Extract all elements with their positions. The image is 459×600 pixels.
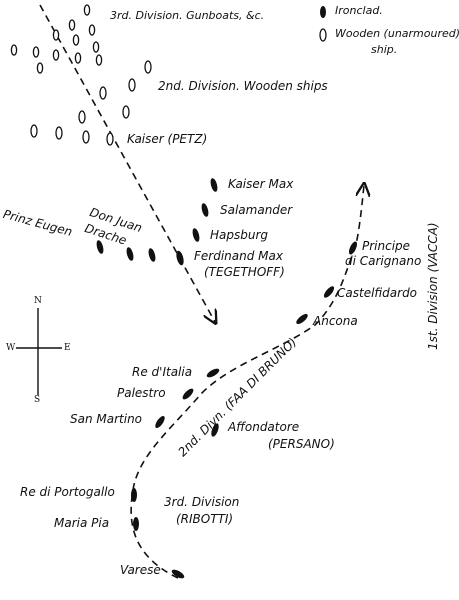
austrian-wooden-division <box>30 60 152 146</box>
castelfidardo-label: Castelfidardo <box>337 286 418 300</box>
ship-ancona <box>296 313 308 325</box>
tegethoff-label: (TEGETHOFF) <box>204 265 285 279</box>
austrian-division2-label: 2nd. Division. Wooden ships <box>158 79 328 93</box>
ferdinand-max-label: Ferdinand Max <box>194 249 283 263</box>
compass-south: S <box>34 395 41 405</box>
ironclad-hapsburg <box>192 228 200 242</box>
di-carignano-label: di Carignano <box>345 254 422 268</box>
re-ditalia-label: Re d'Italia <box>132 365 193 379</box>
ship-affondatore <box>211 423 219 437</box>
ship-varese <box>171 569 185 579</box>
re-di-portogallo-label: Re di Portogallo <box>20 485 115 499</box>
ironclad-don-juan <box>148 248 156 262</box>
wooden-ship <box>122 105 130 119</box>
ironclad-salamander <box>201 203 209 217</box>
gunboat-ship <box>88 24 96 36</box>
gunboat-ship <box>83 4 91 16</box>
san-martino-label: San Martino <box>70 412 143 426</box>
wooden-ship <box>128 78 136 92</box>
ship-re-di-portogallo <box>131 488 137 502</box>
gunboat-ship <box>92 41 100 53</box>
gunboat-ship <box>32 46 40 58</box>
compass-west: W <box>6 343 16 353</box>
ship-re-ditalia <box>206 368 220 378</box>
legend-ironclad-label: Ironclad. <box>335 4 383 17</box>
gunboat-ship <box>52 29 60 41</box>
wooden-ship <box>30 124 38 138</box>
ironclad-kaiser-max <box>210 178 218 192</box>
palestro-label: Palestro <box>117 386 166 400</box>
principe-label: Principe <box>362 239 411 253</box>
italian-ships <box>131 241 358 579</box>
italian-division1-label: 1st. Division (VACCA) <box>426 222 440 350</box>
ancona-label: Ancona <box>313 314 358 328</box>
wooden-ship <box>82 130 90 144</box>
austrian-division3-label: 3rd. Division. Gunboats, &c. <box>110 9 265 22</box>
kaiser-max-label: Kaiser Max <box>228 177 294 191</box>
wooden-ship <box>144 60 152 74</box>
kaiser-label: Kaiser (PETZ) <box>127 132 208 146</box>
legend-wooden-symbol <box>319 28 327 42</box>
italian-division3-label: 3rd. Division <box>164 495 240 509</box>
legend-wooden-label-cont: ship. <box>371 43 398 56</box>
ship-palestro <box>182 388 194 400</box>
gunboat-ship <box>36 62 44 74</box>
ship-castelfidardo <box>323 286 335 298</box>
gunboat-ship <box>52 49 60 61</box>
maria-pia-label: Maria Pia <box>54 516 110 530</box>
affondatore-label: Affondatore <box>228 420 300 434</box>
ironclad-ferdinand-max <box>176 250 184 266</box>
austrian-ironclads <box>96 178 218 266</box>
wooden-ship <box>78 110 86 124</box>
ship-principe-di-carignano <box>348 241 358 255</box>
wooden-ship <box>106 132 114 146</box>
gunboat-ship <box>74 52 82 64</box>
gunboat-ship <box>95 54 103 66</box>
compass-north: N <box>34 296 42 306</box>
wooden-ship <box>99 86 107 100</box>
austrian-gunboats <box>10 4 103 74</box>
hapsburg-label: Hapsburg <box>210 228 269 242</box>
ribotti-label: (RIBOTTI) <box>176 512 234 526</box>
ironclad-prinz-eugen <box>96 240 104 254</box>
compass-rose <box>16 308 62 395</box>
salamander-label: Salamander <box>220 203 293 217</box>
wooden-ship <box>55 126 63 140</box>
legend-ironclad-symbol <box>320 6 326 18</box>
persano-label: (PERSANO) <box>268 437 335 451</box>
austrian-track <box>39 4 215 322</box>
gunboat-ship <box>10 44 18 56</box>
compass-east: E <box>64 343 71 353</box>
gunboat-ship <box>72 34 80 46</box>
gunboat-ship <box>68 19 76 31</box>
varese-label: Varese <box>120 563 161 577</box>
legend-wooden-label: Wooden (unarmoured) <box>335 27 459 40</box>
ship-san-martino <box>155 416 165 428</box>
ironclad-drache <box>126 247 134 261</box>
ship-maria-pia <box>133 517 139 531</box>
